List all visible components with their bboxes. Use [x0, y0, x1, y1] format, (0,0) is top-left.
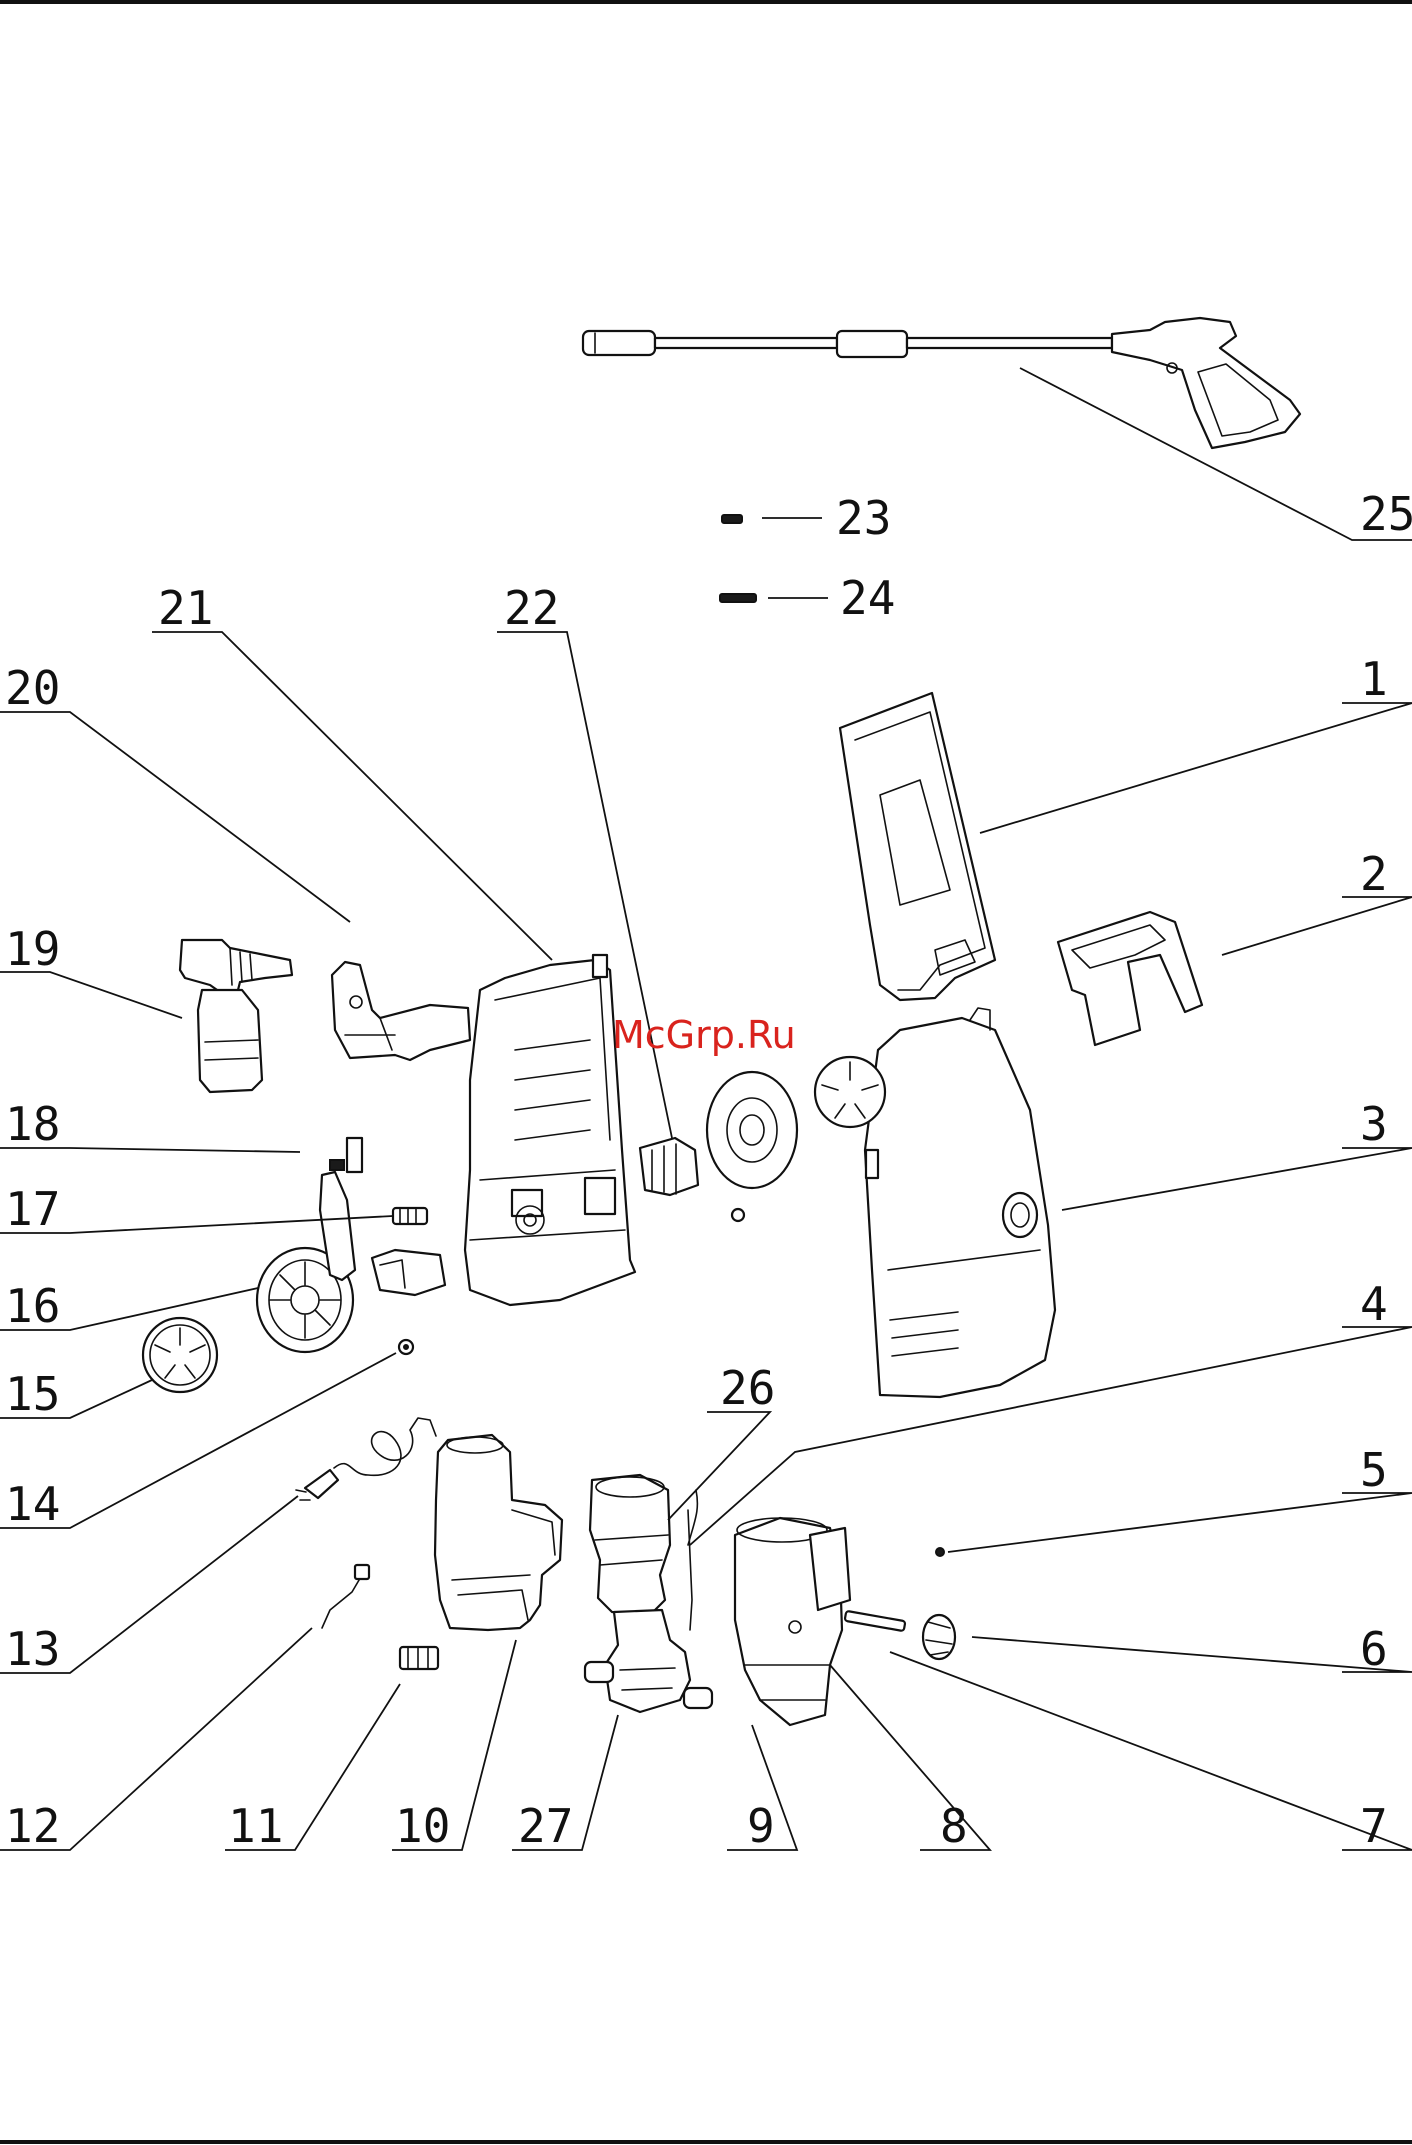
label-13: 13: [5, 1622, 60, 1676]
label-8: 8: [940, 1799, 968, 1853]
label-6: 6: [1360, 1622, 1388, 1676]
label-10: 10: [395, 1799, 450, 1853]
pump-housing-part: [435, 1435, 562, 1630]
filter-part: [640, 1138, 698, 1195]
watermark-text: McGrp.Ru: [612, 1013, 796, 1057]
label-5: 5: [1360, 1443, 1388, 1497]
label-1: 1: [1360, 652, 1388, 706]
label-3: 3: [1360, 1097, 1388, 1151]
label-26: 26: [720, 1361, 775, 1415]
label-15: 15: [5, 1367, 60, 1421]
part-number-labels: 1 2 3 4 5 6 7 8 9 10 11 12 13 14 15 16 1…: [5, 487, 1412, 1853]
label-11: 11: [228, 1799, 283, 1853]
hub-cap-15-part: [143, 1318, 217, 1392]
frame-part: [465, 955, 635, 1305]
label-27: 27: [518, 1799, 573, 1853]
label-21: 21: [158, 581, 213, 635]
top-cover-part: [840, 693, 995, 1000]
label-2: 2: [1360, 847, 1388, 901]
motor-part: [735, 1518, 850, 1725]
label-24: 24: [840, 571, 895, 625]
label-7: 7: [1360, 1799, 1388, 1853]
terminal-block-part: [400, 1647, 438, 1669]
label-22: 22: [504, 581, 559, 635]
cap-part: [923, 1615, 955, 1659]
label-23: 23: [836, 491, 891, 545]
label-25: 25: [1360, 487, 1412, 541]
label-17: 17: [5, 1182, 60, 1236]
handle-part: [1058, 912, 1202, 1045]
wheel-right-part: [707, 1057, 885, 1221]
label-20: 20: [5, 661, 60, 715]
label-19: 19: [5, 922, 60, 976]
screw-24-part: [720, 594, 756, 602]
pin-part: [845, 1611, 906, 1631]
washer-14-part: [399, 1340, 413, 1354]
label-4: 4: [1360, 1277, 1388, 1331]
label-16: 16: [5, 1279, 60, 1333]
label-9: 9: [747, 1799, 775, 1853]
nozzle-holder-part: [332, 962, 470, 1060]
detergent-bottle-part: [180, 940, 292, 1092]
label-14: 14: [5, 1477, 60, 1531]
pump-part: [585, 1475, 712, 1712]
label-12: 12: [5, 1799, 60, 1853]
wire-part: [322, 1565, 369, 1628]
power-cord-part: [296, 1418, 436, 1500]
label-18: 18: [5, 1097, 60, 1151]
side-housing-part: [865, 1008, 1055, 1397]
spray-lance-part: [583, 318, 1300, 448]
ball-5-part: [936, 1548, 944, 1556]
screw-23-part: [722, 515, 742, 523]
valve-17-part: [372, 1208, 445, 1295]
